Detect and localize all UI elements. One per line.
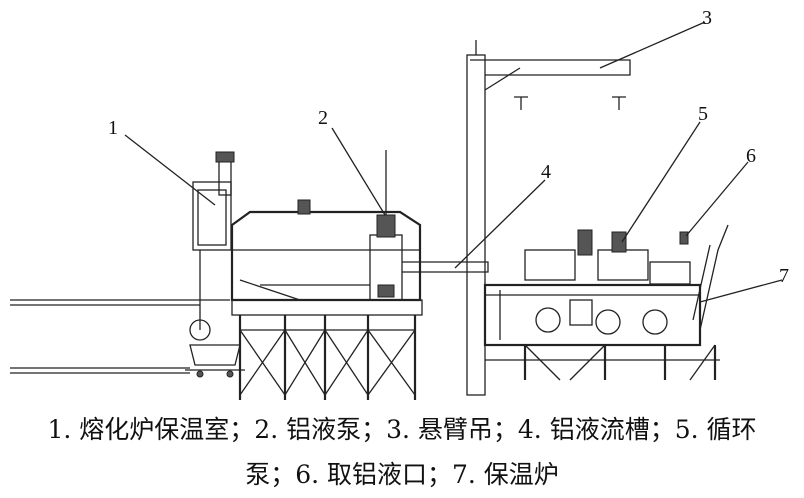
aluminum-liquid-outlet [679, 224, 729, 331]
label-3: 3 [702, 7, 712, 29]
equipment-diagram: 1 2 3 4 5 6 7 [10, 7, 789, 400]
melting-furnace [230, 199, 423, 400]
holding-furnace [483, 229, 720, 381]
label-5: 5 [698, 103, 708, 125]
label-7: 7 [779, 265, 789, 287]
aluminum-liquid-pump [369, 150, 403, 301]
caption-line-1: 1. 熔化炉保温室；2. 铝液泵；3. 悬臂吊；4. 铝液流槽；5. 循环 [47, 415, 757, 444]
label-2: 2 [318, 107, 328, 129]
aluminum-liquid-trough [402, 261, 489, 300]
leader-lines [124, 21, 783, 303]
left-platform [10, 299, 201, 374]
label-4: 4 [541, 161, 551, 183]
caption-line-2: 泵；6. 取铝液口；7. 保温炉 [245, 460, 559, 489]
ladle-cart [185, 344, 245, 378]
cantilever-crane [466, 40, 631, 396]
label-1: 1 [108, 117, 118, 139]
melting-furnace-holding-chamber [189, 151, 235, 341]
label-6: 6 [746, 145, 756, 167]
